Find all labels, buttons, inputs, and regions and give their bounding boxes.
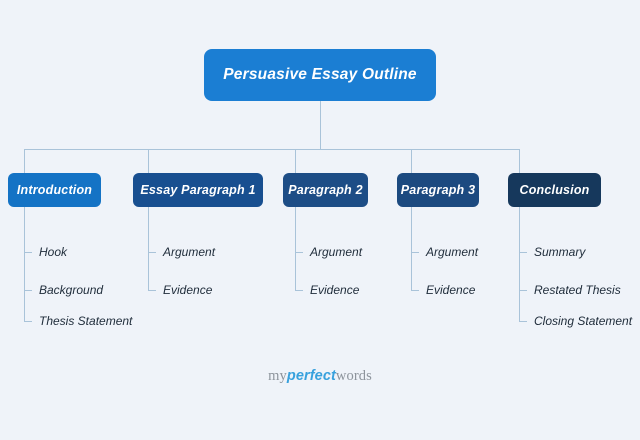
stem-essay-paragraph-1: [148, 207, 149, 290]
leaf-item: Evidence: [426, 283, 476, 297]
tick-introduction-3: [24, 321, 32, 322]
branch-label-paragraph-2: Paragraph 2: [288, 183, 363, 197]
stem-paragraph-2: [295, 207, 296, 290]
connector-drop-conclusion: [519, 149, 520, 173]
leaf-item: Argument: [310, 245, 363, 259]
branch-node-conclusion: Conclusion: [508, 173, 601, 207]
connector-drop-introduction: [24, 149, 25, 173]
connector-horizontal-bus: [24, 149, 520, 150]
tick-conclusion-2: [519, 290, 527, 291]
tick-conclusion-3: [519, 321, 527, 322]
branch-label-conclusion: Conclusion: [519, 183, 590, 197]
branch-node-paragraph-3: Paragraph 3: [397, 173, 479, 207]
tick-paragraph-2-1: [295, 252, 303, 253]
tick-essay-paragraph-1-2: [148, 290, 156, 291]
leaf-item: Hook: [39, 245, 68, 259]
stem-conclusion: [519, 207, 520, 321]
leaf-item: Argument: [163, 245, 216, 259]
branch-label-introduction: Introduction: [16, 183, 93, 197]
brand-logo-part-words: words: [335, 368, 372, 384]
leaf-item: Evidence: [310, 283, 360, 297]
branch-label-essay-paragraph-1: Essay Paragraph 1: [140, 183, 256, 197]
root-node-label: Persuasive Essay Outline: [223, 66, 417, 83]
branch-node-introduction: Introduction: [8, 173, 101, 207]
leaf-item: Thesis Statement: [39, 314, 133, 328]
brand-logo-part-my: my: [268, 368, 287, 384]
branch-node-paragraph-2: Paragraph 2: [283, 173, 368, 207]
connector-drop-essay-paragraph-1: [148, 149, 149, 173]
tick-introduction-2: [24, 290, 32, 291]
stem-introduction: [24, 207, 25, 321]
connector-root-stem: [320, 101, 321, 149]
leaf-item: Closing Statement: [534, 314, 633, 328]
leaf-item: Background: [39, 283, 104, 297]
brand-logo-part-perfect: perfect: [286, 368, 336, 384]
tick-introduction-1: [24, 252, 32, 253]
leaf-item: Restated Thesis: [534, 283, 621, 297]
stem-paragraph-3: [411, 207, 412, 290]
tick-paragraph-3-1: [411, 252, 419, 253]
leaf-item: Summary: [534, 245, 586, 259]
tick-conclusion-1: [519, 252, 527, 253]
connector-drop-paragraph-3: [411, 149, 412, 173]
root-node: Persuasive Essay Outline: [204, 49, 436, 101]
tick-paragraph-2-2: [295, 290, 303, 291]
tick-paragraph-3-2: [411, 290, 419, 291]
leaf-item: Evidence: [163, 283, 213, 297]
branch-node-essay-paragraph-1: Essay Paragraph 1: [133, 173, 263, 207]
tick-essay-paragraph-1-1: [148, 252, 156, 253]
connector-drop-paragraph-2: [295, 149, 296, 173]
branch-label-paragraph-3: Paragraph 3: [400, 183, 476, 197]
leaf-item: Argument: [426, 245, 479, 259]
brand-logo: myperfectwords: [0, 368, 640, 388]
